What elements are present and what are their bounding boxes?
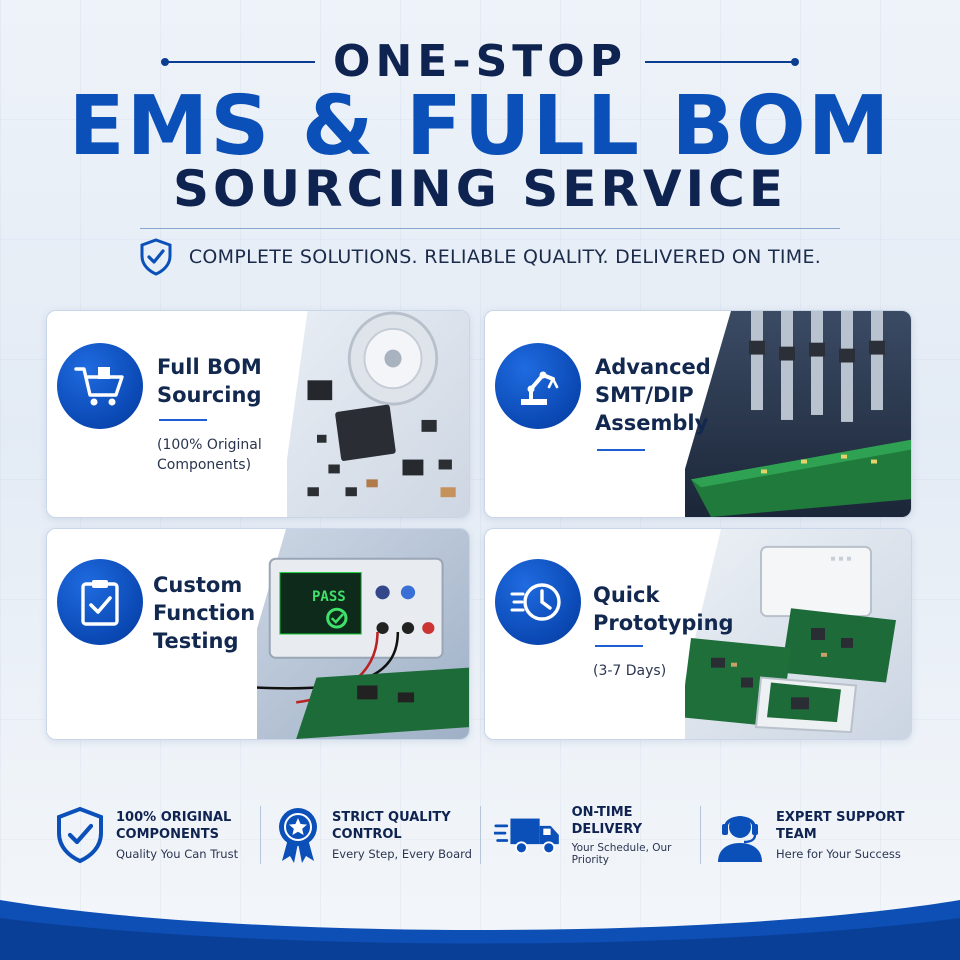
delivery-truck-icon (494, 818, 559, 855)
card-title-line2: Prototyping (593, 611, 734, 635)
title-line1: ONE-STOP (333, 36, 627, 87)
features-strip: 100% ORIGINAL COMPONENTS Quality You Can… (40, 800, 920, 870)
feature-title-line1: EXPERT SUPPORT (776, 810, 905, 825)
feature-title-line1: 100% ORIGINAL (116, 810, 232, 825)
tagline: COMPLETE SOLUTIONS. RELIABLE QUALITY. DE… (188, 246, 822, 268)
robot-badge (495, 343, 581, 429)
shield-check-icon (140, 238, 172, 276)
card-text-area: Quick Prototyping (3-7 Days) (485, 529, 734, 739)
title-rule-right (644, 57, 799, 66)
title-rule-left (161, 57, 316, 66)
hero-header: ONE-STOP EMS & FULL BOM SOURCING SERVICE… (0, 0, 960, 300)
feature-quality-control: STRICT QUALITY CONTROL Every Step, Every… (260, 800, 480, 870)
support-agent-icon (718, 816, 762, 862)
card-title-line2: SMT/DIP (595, 383, 694, 407)
card-custom-function-testing[interactable]: PASS Custom Function Testing (46, 528, 470, 740)
robot-arm-icon (521, 371, 559, 405)
clipboard-badge (57, 559, 143, 645)
card-text-area: Full BOM Sourcing (100% Original Compone… (47, 311, 287, 517)
feature-title-line2: TEAM (776, 827, 817, 842)
clipboard-check-icon (81, 580, 119, 626)
card-subtitle-line1: (3-7 Days) (593, 663, 667, 679)
card-title-line3: Assembly (595, 411, 709, 435)
card-title-rule (595, 645, 643, 647)
feature-title-line1: ON-TIME (571, 805, 633, 820)
card-smt-dip-assembly[interactable]: Advanced SMT/DIP Assembly (484, 310, 912, 518)
smt-machine-photo (671, 311, 911, 517)
title-line3: SOURCING SERVICE (172, 160, 788, 218)
feature-text: ON-TIME DELIVERY Your Schedule, Our Prio… (572, 804, 700, 866)
feature-subtitle: Your Schedule, Our Priority (571, 842, 672, 866)
award-ribbon-icon (279, 808, 317, 863)
feature-subtitle: Quality You Can Trust (116, 847, 239, 861)
components-photo (279, 311, 469, 517)
shopping-cart-icon (74, 367, 124, 406)
card-title-line1: Quick (593, 583, 660, 607)
feature-subtitle: Here for Your Success (776, 847, 901, 861)
pass-screen-label: PASS (312, 589, 346, 605)
feature-on-time-delivery: ON-TIME DELIVERY Your Schedule, Our Prio… (480, 800, 700, 870)
feature-subtitle: Every Step, Every Board (332, 847, 472, 861)
title-line2: EMS & FULL BOM (68, 79, 892, 174)
bottom-wave (0, 900, 960, 960)
tagline-row: COMPLETE SOLUTIONS. RELIABLE QUALITY. DE… (0, 238, 960, 276)
card-title-line1: Custom (153, 573, 243, 597)
card-text-area: Custom Function Testing (47, 529, 257, 739)
feature-title-line1: STRICT QUALITY (332, 810, 451, 825)
card-subtitle-line2: Components) (157, 457, 252, 473)
card-title-line2: Sourcing (157, 383, 262, 407)
card-title-line2: Function (153, 601, 256, 625)
feature-text: 100% ORIGINAL COMPONENTS Quality You Can… (116, 809, 238, 861)
feature-text: EXPERT SUPPORT TEAM Here for Your Succes… (776, 809, 904, 861)
feature-original-components: 100% ORIGINAL COMPONENTS Quality You Can… (40, 800, 260, 870)
clock-badge (495, 559, 581, 645)
feature-expert-support: EXPERT SUPPORT TEAM Here for Your Succes… (700, 800, 920, 870)
fast-clock-icon (510, 583, 561, 621)
prototype-boards-photo (671, 529, 911, 739)
card-quick-prototyping[interactable]: Quick Prototyping (3-7 Days) (484, 528, 912, 740)
header-divider (140, 228, 840, 229)
shield-check-icon (57, 806, 103, 864)
card-text-area: Advanced SMT/DIP Assembly (485, 311, 711, 517)
card-title-line1: Full BOM (157, 355, 262, 379)
card-title-line3: Testing (153, 629, 239, 653)
feature-title-line2: DELIVERY (571, 822, 643, 837)
cart-badge (57, 343, 143, 429)
test-equipment-photo (225, 529, 469, 739)
title-line1-row: ONE-STOP (0, 36, 960, 87)
feature-title-line2: COMPONENTS (116, 827, 219, 842)
feature-text: STRICT QUALITY CONTROL Every Step, Every… (332, 809, 472, 861)
card-title-rule (159, 419, 207, 421)
card-full-bom-sourcing[interactable]: Full BOM Sourcing (100% Original Compone… (46, 310, 470, 518)
card-title-line1: Advanced (595, 355, 711, 379)
feature-title-line2: CONTROL (332, 827, 402, 842)
card-subtitle-line1: (100% Original (157, 437, 262, 453)
card-title-rule (597, 449, 645, 451)
